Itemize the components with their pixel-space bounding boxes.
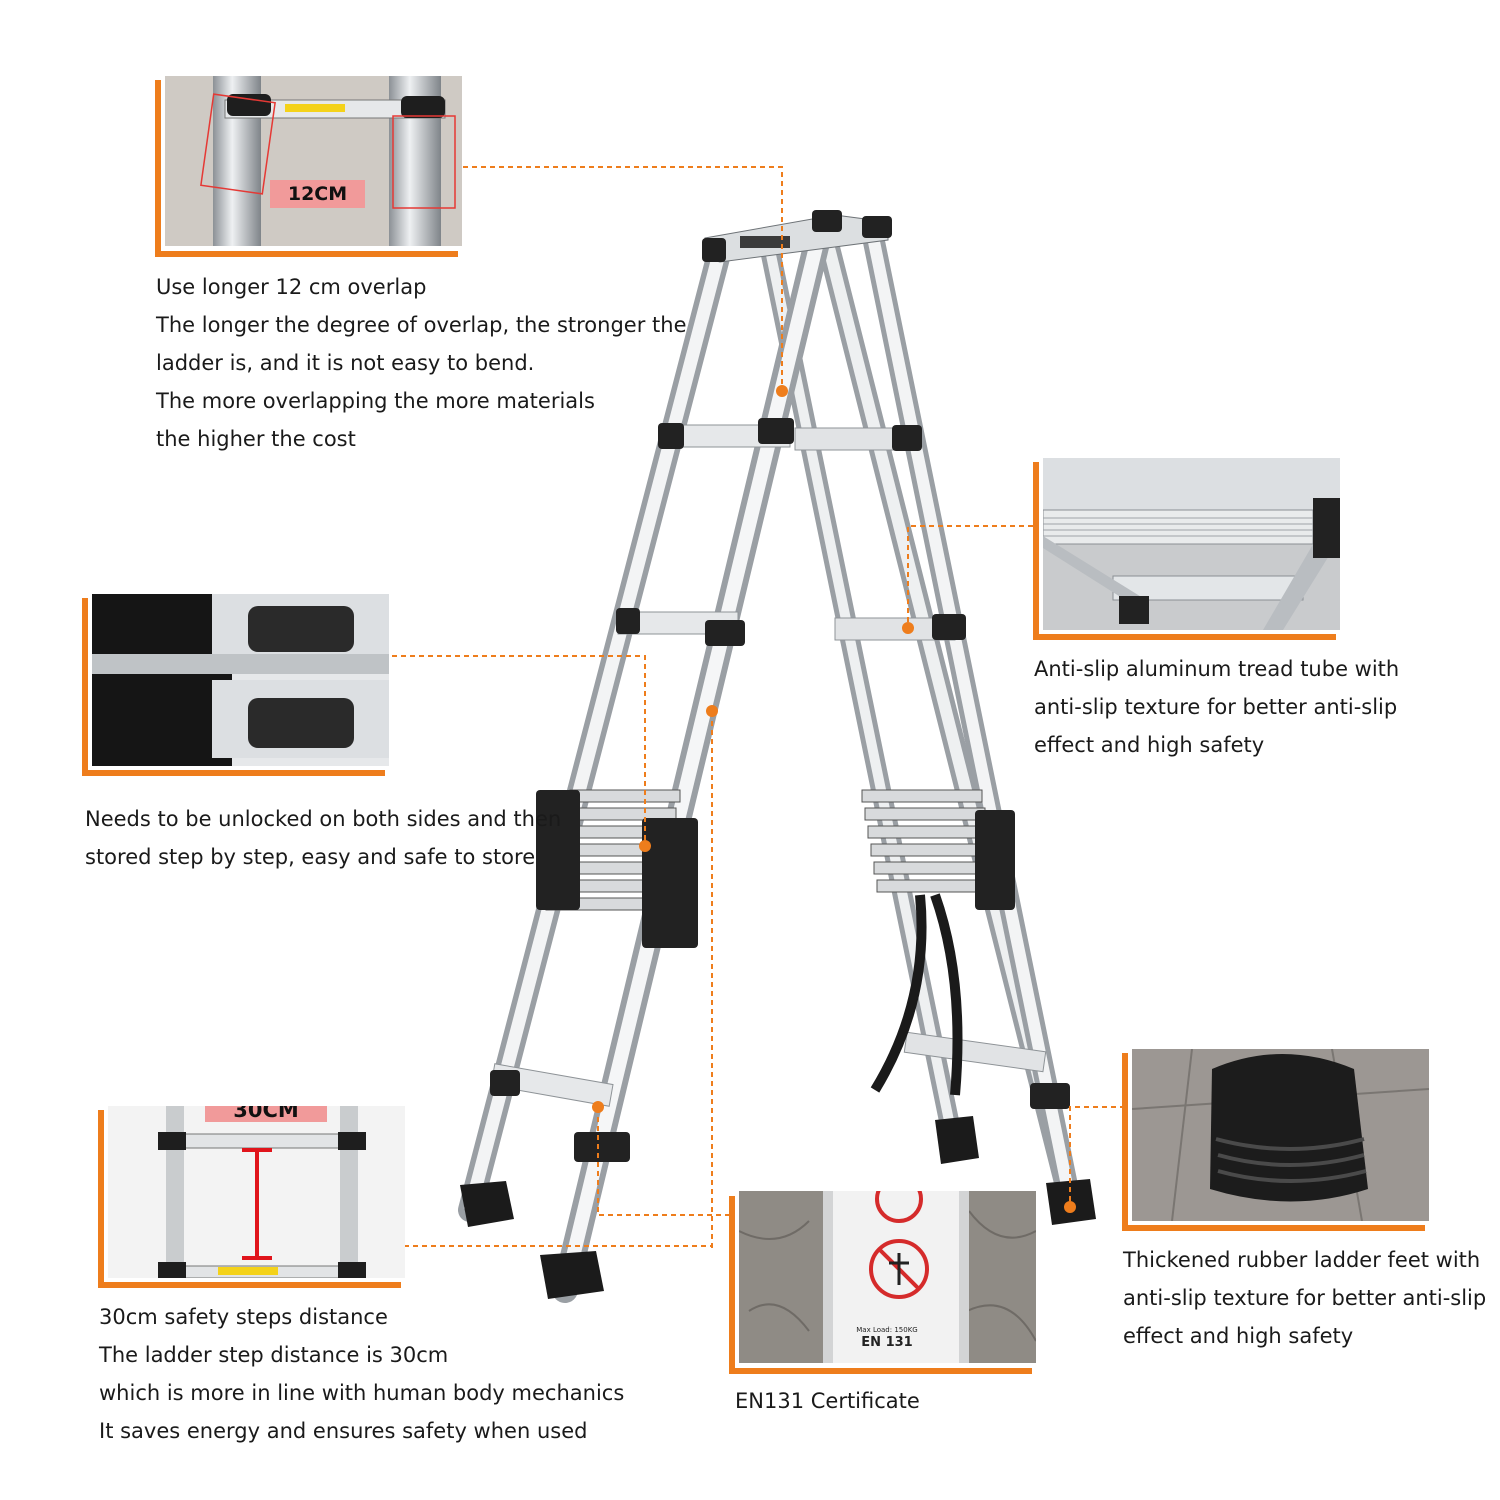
cert-frame-bottom: [729, 1368, 1032, 1374]
ladder-rear-frame: [760, 221, 1096, 1225]
callout-dot-lock: [639, 840, 651, 852]
caption-line: ladder is, and it is not easy to bend.: [156, 351, 535, 375]
lock-caption: Needs to be unlocked on both sides and t…: [85, 800, 561, 876]
step-frame-bottom: [98, 1282, 401, 1288]
ladder-front-frame: [458, 210, 892, 1303]
overlap-photo: [165, 76, 462, 246]
overlap-frame-bottom: [155, 251, 458, 257]
caption-line: The more overlapping the more materials: [156, 389, 595, 413]
lock-frame-bottom: [82, 770, 385, 776]
caption-line: The longer the degree of overlap, the st…: [156, 313, 687, 337]
callout-dot-feet: [1064, 1201, 1076, 1213]
cert-load-label: Max Load: 150KG: [856, 1326, 918, 1334]
step-caption: 30cm safety steps distance The ladder st…: [99, 1298, 624, 1450]
callout-dot-cert: [592, 1101, 604, 1113]
feet-caption: Thickened rubber ladder feet with anti-s…: [1123, 1241, 1486, 1355]
callout-dot-tread: [902, 622, 914, 634]
overlap-frame-left: [155, 80, 161, 257]
caption-line: effect and high safety: [1034, 733, 1265, 757]
tread-caption: Anti-slip aluminum tread tube with anti-…: [1034, 650, 1399, 764]
lock-photo: [92, 594, 389, 766]
tread-photo: [1043, 458, 1340, 630]
caption-line: EN131 Certificate: [735, 1389, 920, 1413]
callout-dot-overlap: [776, 385, 788, 397]
caption-line: 30cm safety steps distance: [99, 1305, 388, 1329]
caption-line: effect and high safety: [1123, 1324, 1354, 1348]
caption-line: stored step by step, easy and safe to st…: [85, 845, 536, 869]
caption-line: which is more in line with human body me…: [99, 1381, 625, 1405]
caption-line: Anti-slip aluminum tread tube with: [1034, 657, 1400, 681]
caption-line: Needs to be unlocked on both sides and t…: [85, 807, 562, 831]
rear-collapsed-treads: [861, 789, 998, 893]
feet-photo: [1132, 1049, 1429, 1221]
feet-frame-bottom: [1122, 1225, 1425, 1231]
cert-standard-label: EN 131: [861, 1335, 913, 1350]
tread-frame-bottom: [1033, 634, 1336, 640]
caption-line: Use longer 12 cm overlap: [156, 275, 427, 299]
caption-line: Thickened rubber ladder feet with: [1123, 1248, 1481, 1272]
step-frame-left: [98, 1110, 104, 1288]
overlap-badge: 12CM: [270, 180, 365, 208]
tread-frame-left: [1033, 462, 1039, 640]
step-badge: 30CM: [205, 1106, 327, 1122]
caption-line: anti-slip texture for better anti-slip: [1034, 695, 1398, 719]
cert-frame-left: [729, 1196, 735, 1374]
caption-line: The ladder step distance is 30cm: [99, 1343, 449, 1367]
callout-dot-step: [706, 705, 718, 717]
lock-frame-left: [82, 598, 88, 776]
overlap-caption: Use longer 12 cm overlap The longer the …: [156, 268, 687, 458]
caption-line: the higher the cost: [156, 427, 356, 451]
caption-line: anti-slip texture for better anti-slip: [1123, 1286, 1487, 1310]
feet-frame-left: [1122, 1053, 1128, 1231]
cert-caption: EN131 Certificate: [735, 1382, 920, 1420]
caption-line: It saves energy and ensures safety when …: [99, 1419, 588, 1443]
cert-photo: [739, 1191, 1036, 1363]
step-photo: [108, 1106, 405, 1278]
